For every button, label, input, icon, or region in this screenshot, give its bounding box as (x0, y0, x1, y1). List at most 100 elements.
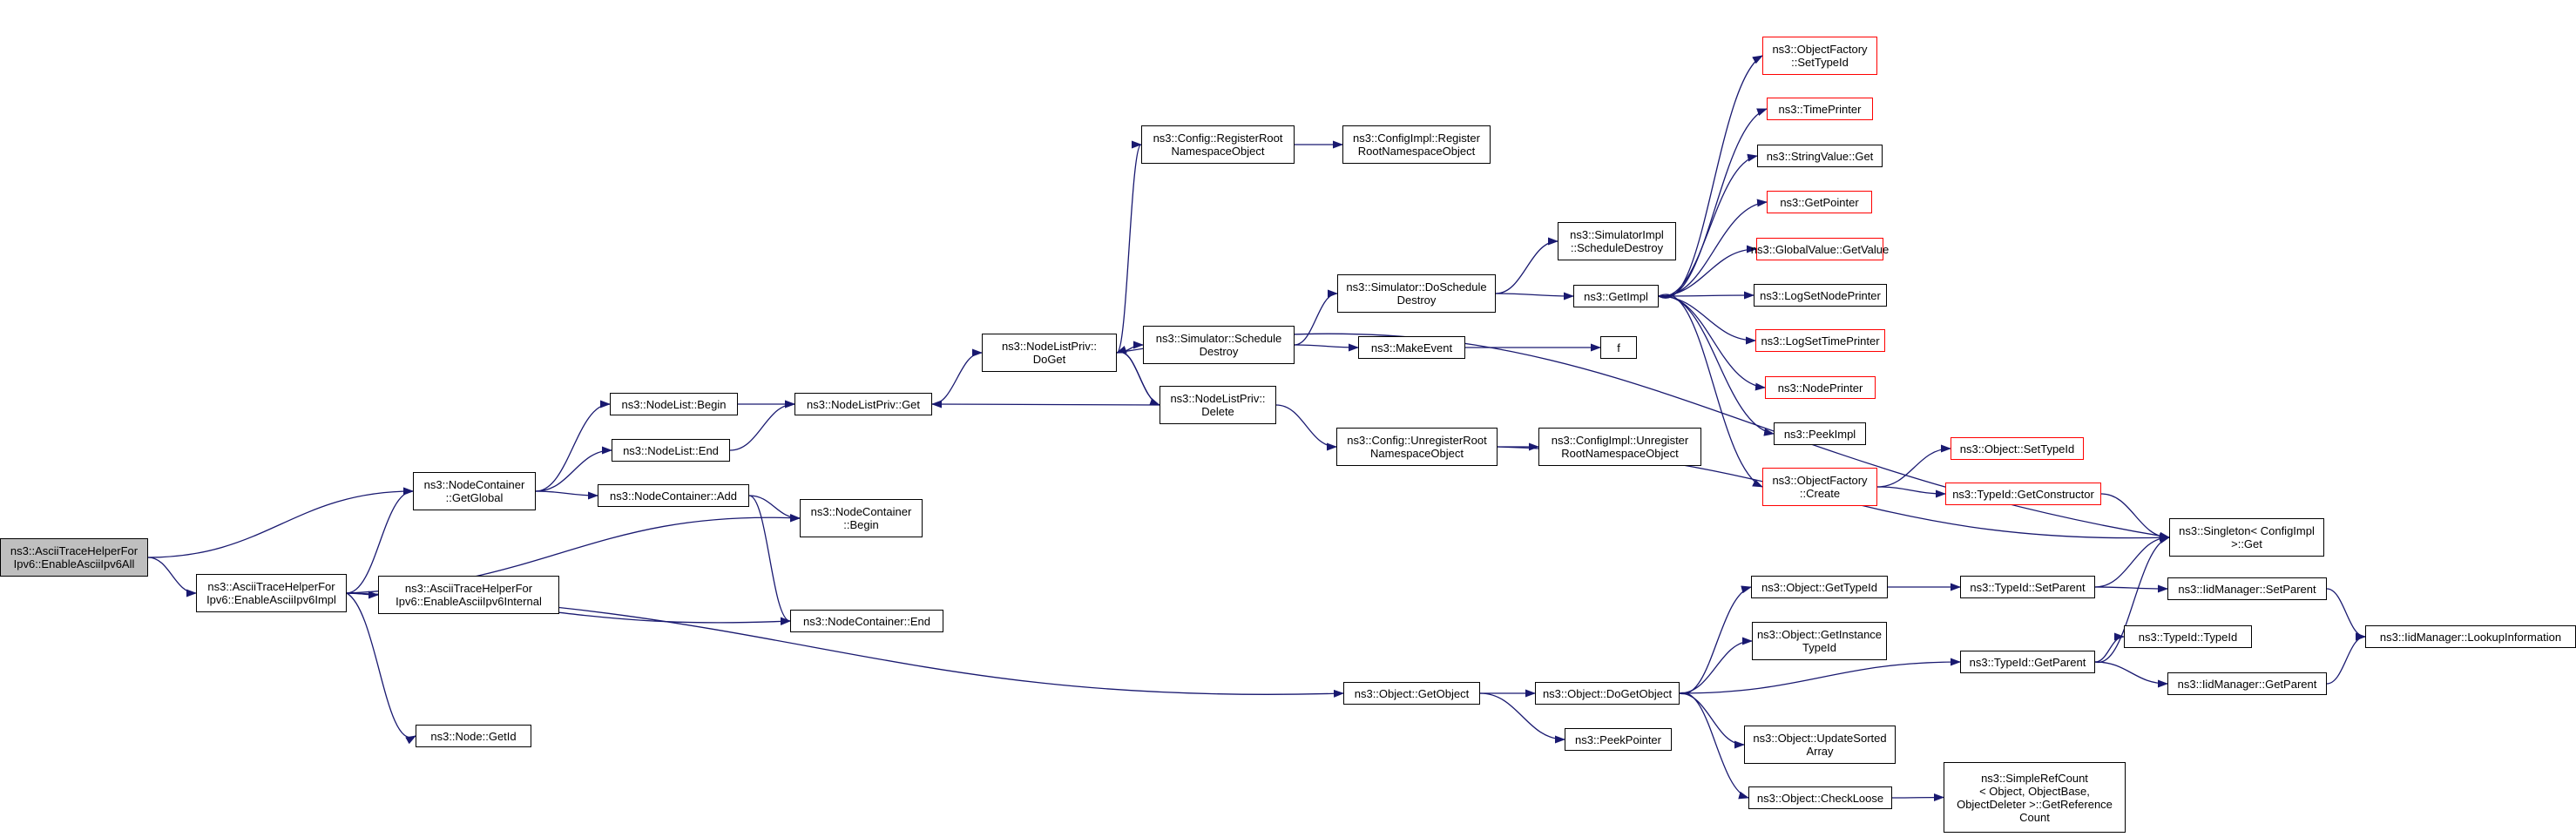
node-iidlookup[interactable]: ns3::IidManager::LookupInformation (2365, 625, 2576, 648)
node-nlpdelete[interactable]: ns3::NodeListPriv::Delete (1160, 386, 1276, 424)
node-fnode[interactable]: f (1600, 336, 1637, 359)
node-logsettime[interactable]: ns3::LogSetTimePrinter (1755, 329, 1885, 352)
node-nodeprinter[interactable]: ns3::NodePrinter (1765, 376, 1876, 399)
edge-tidgetparent-to-tidtypeid (2094, 632, 2125, 663)
node-label-line: ns3::StringValue::Get (1766, 149, 1874, 163)
node-tidgetctor[interactable]: ns3::TypeId::GetConstructor (1945, 483, 2101, 505)
edge-tidgetparent-to-singleton (2094, 536, 2170, 663)
node-dogetobject[interactable]: ns3::Object::DoGetObject (1535, 682, 1680, 705)
node-label-line: Delete (1201, 405, 1234, 418)
node-label-line: Array (1806, 745, 1834, 758)
node-objcheckloose[interactable]: ns3::Object::CheckLoose (1748, 786, 1892, 809)
node-label-line: ns3::TimePrinter (1778, 102, 1862, 116)
edge-tidgetparent-to-iidgetparent (2094, 661, 2168, 688)
edge-nlpdelete-to-nlpdoget (1116, 346, 1160, 406)
node-label-line: ns3::Object::GetTypeId (1761, 580, 1877, 594)
edge-getimpl-to-nodeprinter (1658, 295, 1766, 391)
node-strvalget[interactable]: ns3::StringValue::Get (1757, 145, 1883, 167)
node-label-line: ns3::LogSetNodePrinter (1760, 288, 1881, 302)
edge-doschedestroy-to-simimplsched (1495, 237, 1558, 294)
node-label-line: ns3::IidManager::GetParent (2177, 677, 2317, 691)
node-label-line: ns3::GetImpl (1584, 289, 1648, 303)
edge-dogetobject-to-objgetinst (1679, 637, 1753, 694)
node-ncadd[interactable]: ns3::NodeContainer::Add (598, 484, 749, 507)
node-objsettypeid[interactable]: ns3::Object::SetTypeId (1951, 437, 2084, 460)
node-simplerefcount[interactable]: ns3::SimpleRefCount< Object, ObjectBase,… (1944, 762, 2126, 833)
node-label-line: ns3::TypeId::SetParent (1970, 580, 2086, 594)
node-label-line: ns3::NodeListPriv:: (1001, 340, 1098, 353)
node-label-line: ns3::IidManager::SetParent (2178, 582, 2316, 596)
node-tidtypeid[interactable]: ns3::TypeId::TypeId (2124, 625, 2252, 648)
node-label-line: Count (2019, 810, 2050, 824)
node-getglobal[interactable]: ns3::NodeContainer::GetGlobal (413, 472, 536, 510)
edge-getimpl-to-peekimpl (1658, 295, 1775, 436)
node-getimpl[interactable]: ns3::GetImpl (1573, 285, 1659, 307)
node-nlbegin[interactable]: ns3::NodeList::Begin (610, 393, 738, 415)
node-label-line: ns3::NodeContainer (810, 505, 912, 518)
node-getobject[interactable]: ns3::Object::GetObject (1343, 682, 1480, 705)
node-label-line: ObjectDeleter >::GetReference (1957, 797, 2113, 811)
edge-getimpl-to-timeprinter (1658, 108, 1768, 298)
node-label-line: NamespaceObject (1171, 145, 1265, 158)
node-peekpointer[interactable]: ns3::PeekPointer (1565, 728, 1672, 751)
node-label-line: ns3::IidManager::LookupInformation (2379, 630, 2562, 644)
node-nlpget[interactable]: ns3::NodeListPriv::Get (794, 393, 932, 415)
node-getid[interactable]: ns3::Node::GetId (416, 725, 531, 747)
node-label-line: ns3::AsciiTraceHelperFor (10, 544, 139, 557)
edge-schedestroy-to-doschedestroy (1294, 289, 1338, 346)
edge-getimpl-to-gvgetvalue (1658, 245, 1757, 297)
node-label-line: ns3::GetPointer (1780, 195, 1859, 209)
node-objgettypeid[interactable]: ns3::Object::GetTypeId (1751, 576, 1888, 598)
node-tidgetparent[interactable]: ns3::TypeId::GetParent (1960, 651, 2095, 673)
node-ncend[interactable]: ns3::NodeContainer::End (790, 610, 943, 632)
node-label-line: ::ScheduleDestroy (1570, 241, 1664, 254)
edge-getglobal-to-nlbegin (535, 400, 611, 492)
edge-getglobal-to-nlend (535, 446, 612, 492)
node-timeprinter[interactable]: ns3::TimePrinter (1767, 98, 1873, 120)
node-iidsetparent[interactable]: ns3::IidManager::SetParent (2167, 577, 2327, 600)
node-tidsetparent[interactable]: ns3::TypeId::SetParent (1960, 576, 2095, 598)
node-label-line: ns3::Simulator::Schedule (1155, 332, 1282, 345)
node-ncbegin[interactable]: ns3::NodeContainer::Begin (800, 499, 923, 537)
edge-getimpl-to-strvalget (1658, 153, 1758, 297)
edge-ncadd-to-ncend (748, 495, 791, 625)
node-getpointer[interactable]: ns3::GetPointer (1767, 191, 1872, 213)
edge-getimpl-to-ofsettypeid (1658, 55, 1763, 299)
node-singleton[interactable]: ns3::Singleton< ConfigImpl >::Get (2169, 518, 2324, 557)
node-makeevent[interactable]: ns3::MakeEvent (1358, 336, 1465, 359)
node-label-line: ns3::AsciiTraceHelperFor (404, 582, 533, 595)
node-label-line: NamespaceObject (1370, 447, 1464, 460)
edge-root-to-getglobal (147, 487, 414, 558)
node-label-line: ns3::TypeId::GetConstructor (1952, 487, 2094, 501)
node-ofcreate[interactable]: ns3::ObjectFactory::Create (1762, 468, 1877, 506)
node-label-line: ns3::MakeEvent (1370, 341, 1453, 354)
node-nlpdoget[interactable]: ns3::NodeListPriv::DoGet (982, 334, 1117, 372)
node-label-line: RootNamespaceObject (1561, 447, 1679, 460)
node-label-line: ns3::ObjectFactory (1772, 43, 1868, 56)
node-logsetnode[interactable]: ns3::LogSetNodePrinter (1754, 284, 1887, 307)
node-simimplsched[interactable]: ns3::SimulatorImpl::ScheduleDestroy (1558, 222, 1676, 260)
edge-getobject-to-peekpointer (1479, 692, 1565, 744)
node-nlend[interactable]: ns3::NodeList::End (612, 439, 730, 462)
node-label-line: Destroy (1199, 345, 1239, 358)
edge-iidgetparent-to-iidlookup (2326, 632, 2366, 685)
node-label-line: ns3::Object::GetInstance (1756, 628, 1883, 641)
edge-getimpl-to-ofcreate (1658, 294, 1763, 488)
node-label-line: ::Create (1799, 487, 1841, 500)
node-peekimpl[interactable]: ns3::PeekImpl (1774, 422, 1866, 445)
node-ofsettypeid[interactable]: ns3::ObjectFactory::SetTypeId (1762, 37, 1877, 75)
node-iidgetparent[interactable]: ns3::IidManager::GetParent (2167, 672, 2327, 695)
node-gvgetvalue[interactable]: ns3::GlobalValue::GetValue (1751, 238, 1889, 260)
node-label-line: ns3::LogSetTimePrinter (1761, 334, 1880, 348)
